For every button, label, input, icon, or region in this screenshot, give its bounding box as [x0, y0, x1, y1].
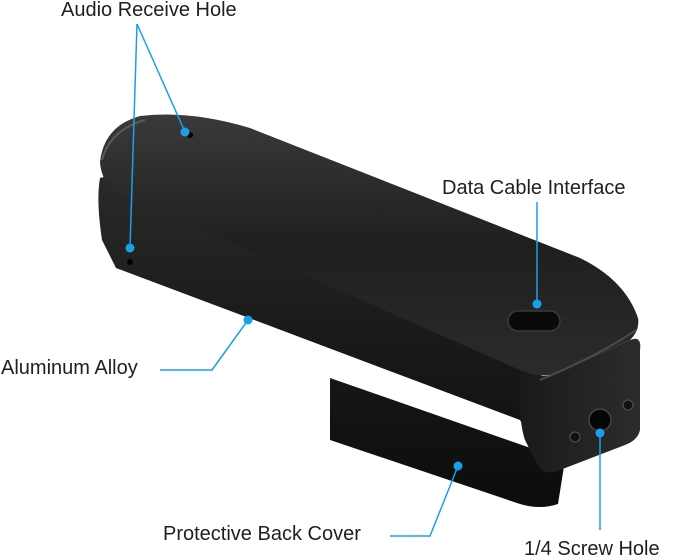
leader-alloy: [160, 319, 249, 371]
top-face: [100, 114, 639, 376]
dot-screw: [595, 428, 605, 438]
data-cable-port: [507, 310, 561, 332]
audio-hole-side: [127, 259, 133, 265]
screw-hole-label: 1/4 Screw Hole: [524, 538, 660, 560]
screw-right: [622, 399, 634, 411]
protective-back-cover-label: Protective Back Cover: [163, 523, 361, 545]
leader-lines: [129, 23, 601, 537]
leader-audio-top: [136, 23, 186, 133]
leader-cover: [390, 465, 459, 537]
end-face: [519, 338, 641, 473]
dot-alloy: [243, 315, 253, 325]
dot-audio-top: [180, 127, 190, 137]
dot-audio-side: [125, 243, 135, 253]
back-cover: [330, 378, 565, 507]
data-cable-interface-label: Data Cable Interface: [442, 177, 626, 199]
audio-receive-hole-label: Audio Receive Hole: [61, 0, 237, 21]
dot-cable: [532, 299, 542, 309]
leader-dots: [125, 127, 605, 471]
dot-cover: [453, 461, 463, 471]
screw-hole: [588, 408, 612, 432]
screw-left: [569, 431, 581, 443]
front-face: [98, 170, 549, 440]
aluminum-alloy-label: Aluminum Alloy: [1, 357, 138, 379]
leader-audio-side: [129, 23, 138, 249]
